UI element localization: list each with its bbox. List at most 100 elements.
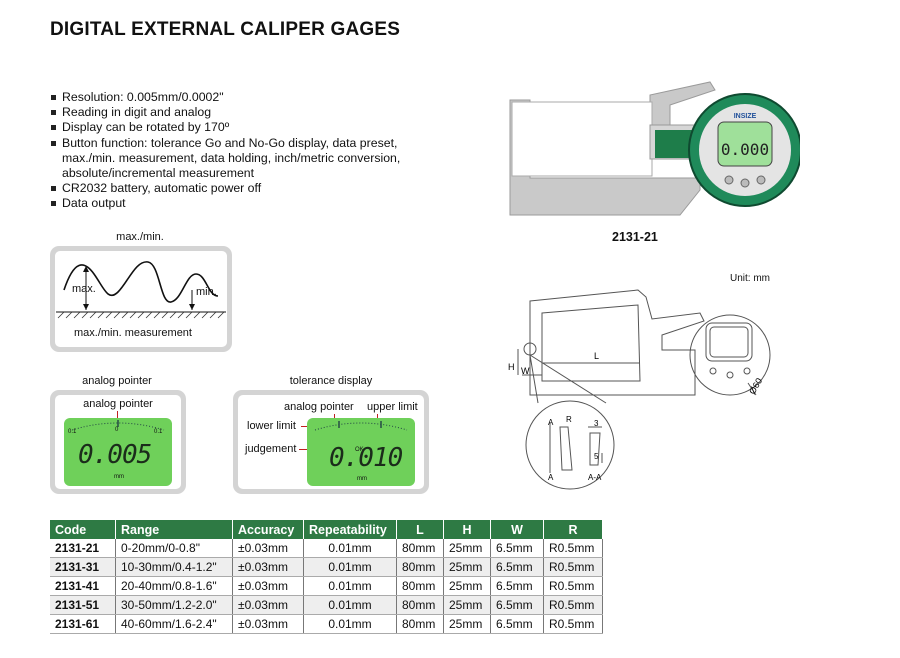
col-R: R [543,520,603,539]
feature-item: Data output [50,196,450,211]
cell-range: 30-50mm/1.2-2.0" [115,595,233,615]
scale-center: 0 [115,427,119,433]
cell-accuracy: ±0.03mm [232,614,304,634]
maxmin-caption: max./min. [116,231,164,243]
page-title: DIGITAL EXTERNAL CALIPER GAGES [50,19,401,40]
tolerance-lcd: OK 0.010 mm [307,418,415,486]
feature-list: Resolution: 0.005mm/0.0002" Reading in d… [50,90,450,212]
cell-R: R0.5mm [543,595,603,615]
col-H: H [443,520,491,539]
table-row: 2131-61 40-60mm/1.6-2.4" ±0.03mm 0.01mm … [50,614,603,634]
cell-W: 6.5mm [490,614,544,634]
col-repeatability: Repeatability [303,520,397,539]
cell-repeatability: 0.01mm [303,576,397,596]
cell-code: 2131-61 [50,614,116,634]
maxmin-graph [56,261,226,319]
cell-accuracy: ±0.03mm [232,557,304,577]
maxmin-panel: max. min. max./min. measurement [50,246,232,352]
cell-repeatability: 0.01mm [303,595,397,615]
judgement-label: judgement [245,443,297,455]
cell-H: 25mm [443,614,491,634]
cell-W: 6.5mm [490,576,544,596]
cell-W: 6.5mm [490,595,544,615]
cell-range: 10-30mm/0.4-1.2" [115,557,233,577]
feature-item: Button function: tolerance Go and No-Go … [50,136,450,182]
table-row: 2131-21 0-20mm/0-0.8" ±0.03mm 0.01mm 80m… [50,539,603,558]
min-label: min. [196,286,217,298]
cell-R: R0.5mm [543,614,603,634]
col-L: L [396,520,444,539]
cell-R: R0.5mm [543,576,603,596]
cell-accuracy: ±0.03mm [232,539,304,558]
col-accuracy: Accuracy [232,520,304,539]
cell-accuracy: ±0.03mm [232,595,304,615]
cell-code: 2131-51 [50,595,116,615]
cell-W: 6.5mm [490,557,544,577]
cell-code: 2131-31 [50,557,116,577]
tolerance-panel: analog pointer upper limit lower limit j… [233,390,429,494]
product-image: INSIZE 0.000 [509,81,800,216]
max-label: max. [72,283,96,295]
cell-L: 80mm [396,595,444,615]
cell-repeatability: 0.01mm [303,539,397,558]
cell-L: 80mm [396,539,444,558]
cell-range: 40-60mm/1.6-2.4" [115,614,233,634]
product-display: 0.000 [721,140,769,159]
cell-H: 25mm [443,595,491,615]
dim-H: H [508,362,515,372]
analog-caption: analog pointer [82,375,152,387]
cell-repeatability: 0.01mm [303,614,397,634]
dim-3: 3 [594,419,599,428]
analog-panel: analog pointer 0.1 0 0.1 0.005 mm [50,390,186,494]
col-W: W [490,520,544,539]
analog-scale [71,420,165,431]
unit-note: Unit: mm [730,273,770,284]
tolerance-analog-label: analog pointer [284,401,354,413]
lower-limit-label: lower limit [247,420,296,432]
analog-reading: 0.005 [78,440,152,470]
feature-item: CR2032 battery, automatic power off [50,181,450,196]
table-row: 2131-41 20-40mm/0.8-1.6" ±0.03mm 0.01mm … [50,576,603,596]
table-row: 2131-51 30-50mm/1.2-2.0" ±0.03mm 0.01mm … [50,595,603,615]
feature-item: Reading in digit and analog [50,105,450,120]
feature-item: Display can be rotated by 170º [50,120,450,135]
dim-W: W [521,366,530,376]
cell-R: R0.5mm [543,539,603,558]
cell-accuracy: ±0.03mm [232,576,304,596]
scale-left: 0.1 [68,429,77,435]
analog-lcd: 0.1 0 0.1 0.005 mm [64,418,172,486]
cell-L: 80mm [396,557,444,577]
scale-right: 0.1 [154,429,163,435]
dimension-drawing: L H W Ø60 A R A 3 5 A-A [508,289,771,490]
ok-indicator: OK [355,447,364,453]
table-row: 2131-31 10-30mm/0.4-1.2" ±0.03mm 0.01mm … [50,557,603,577]
product-model: 2131-21 [612,230,658,244]
tolerance-caption: tolerance display [289,375,373,387]
cell-code: 2131-21 [50,539,116,558]
cell-L: 80mm [396,614,444,634]
tolerance-unit: mm [357,476,367,482]
pointer-callout-line [117,411,118,424]
col-range: Range [115,520,233,539]
maxmin-footer: max./min. measurement [74,327,192,339]
tolerance-scale [314,421,408,431]
cell-R: R0.5mm [543,557,603,577]
spec-table: Code Range Accuracy Repeatability L H W … [50,520,603,634]
analog-pointer-label: analog pointer [83,398,153,410]
upper-limit-label: upper limit [367,401,418,413]
cell-range: 20-40mm/0.8-1.6" [115,576,233,596]
section-AA: A-A [588,473,602,482]
feature-item: Resolution: 0.005mm/0.0002" [50,90,450,105]
tolerance-reading: 0.010 [329,443,403,473]
section-A-top: A [548,418,554,427]
cell-L: 80mm [396,576,444,596]
col-code: Code [50,520,116,539]
cell-H: 25mm [443,539,491,558]
cell-H: 25mm [443,557,491,577]
dim-L: L [594,351,599,361]
radius-R: R [566,415,572,424]
analog-unit: mm [114,474,124,480]
cell-W: 6.5mm [490,539,544,558]
brand-logo: INSIZE [734,113,757,120]
dim-5: 5 [594,452,599,461]
